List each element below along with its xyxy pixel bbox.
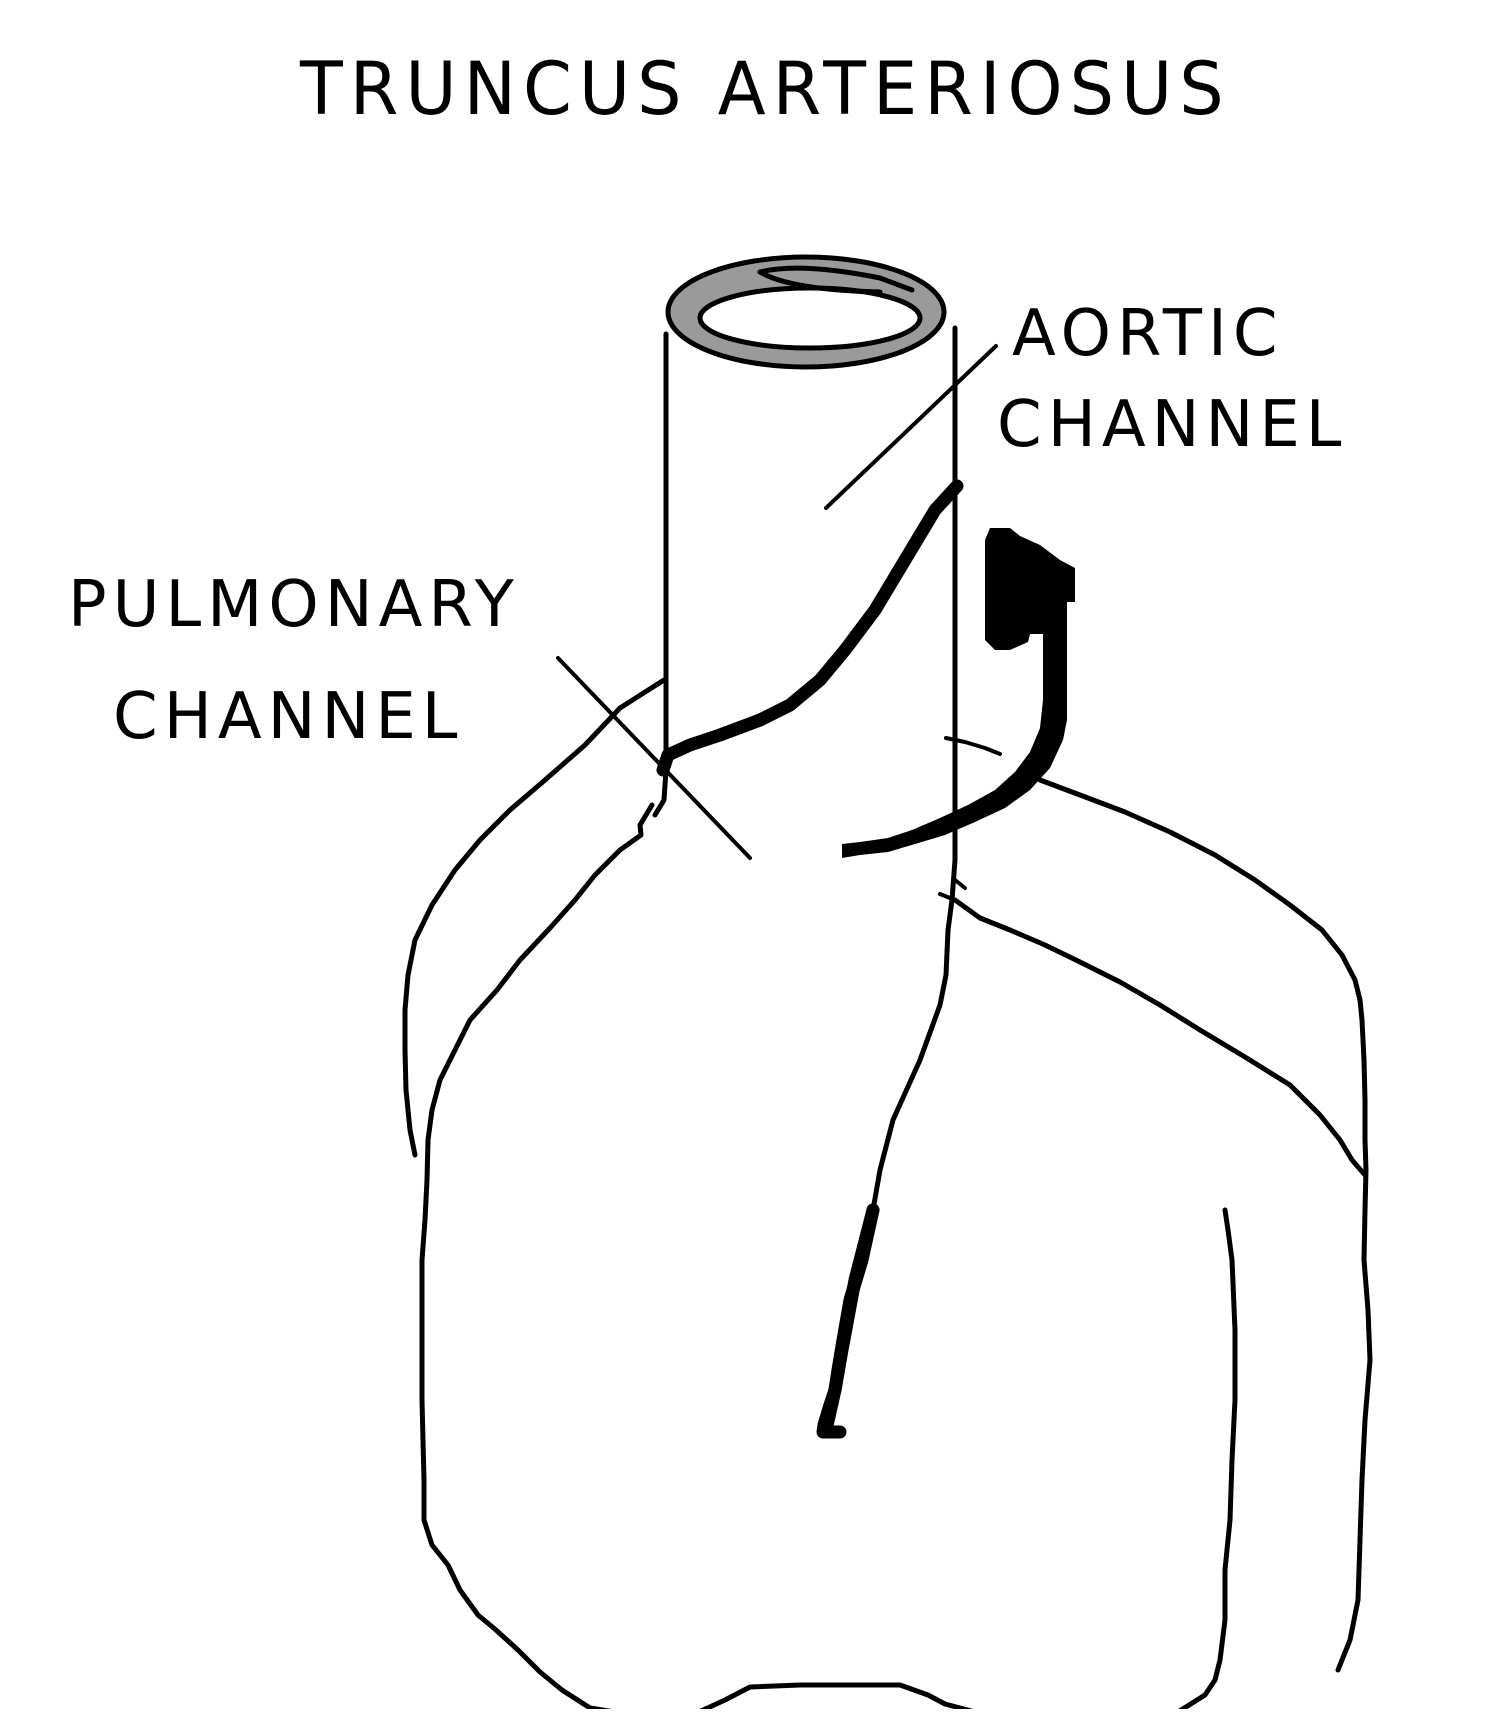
aortic-pointer-line — [824, 344, 998, 510]
aortic-channel-label-line2: CHANNEL — [997, 388, 1348, 462]
hook-arrow — [842, 528, 1075, 858]
pulmonary-pointer-line — [556, 656, 752, 860]
tick-mark — [953, 878, 967, 890]
diagram-title: TRUNCUS ARTERIOSUS — [300, 45, 1231, 132]
truncus-left-wall — [652, 331, 669, 818]
heart-outline — [419, 1207, 1238, 1713]
tick-mark — [938, 892, 957, 902]
aortic-channel-label-line1: AORTIC — [1012, 297, 1284, 371]
pulmonary-artery-outline — [402, 677, 667, 1158]
truncus-right-wall — [870, 325, 958, 1213]
spiral-septum — [656, 479, 964, 777]
aortic-arch-outline — [1037, 777, 1369, 1263]
left-atrium-outline — [419, 802, 655, 1303]
tick-mark — [944, 736, 1002, 756]
truncus-opening-ring — [665, 254, 947, 370]
pulmonary-channel-label-line2: CHANNEL — [113, 680, 464, 754]
pulmonary-channel-label-line1: PULMONARY — [68, 568, 520, 642]
ventricle-boundary — [952, 897, 1368, 1178]
